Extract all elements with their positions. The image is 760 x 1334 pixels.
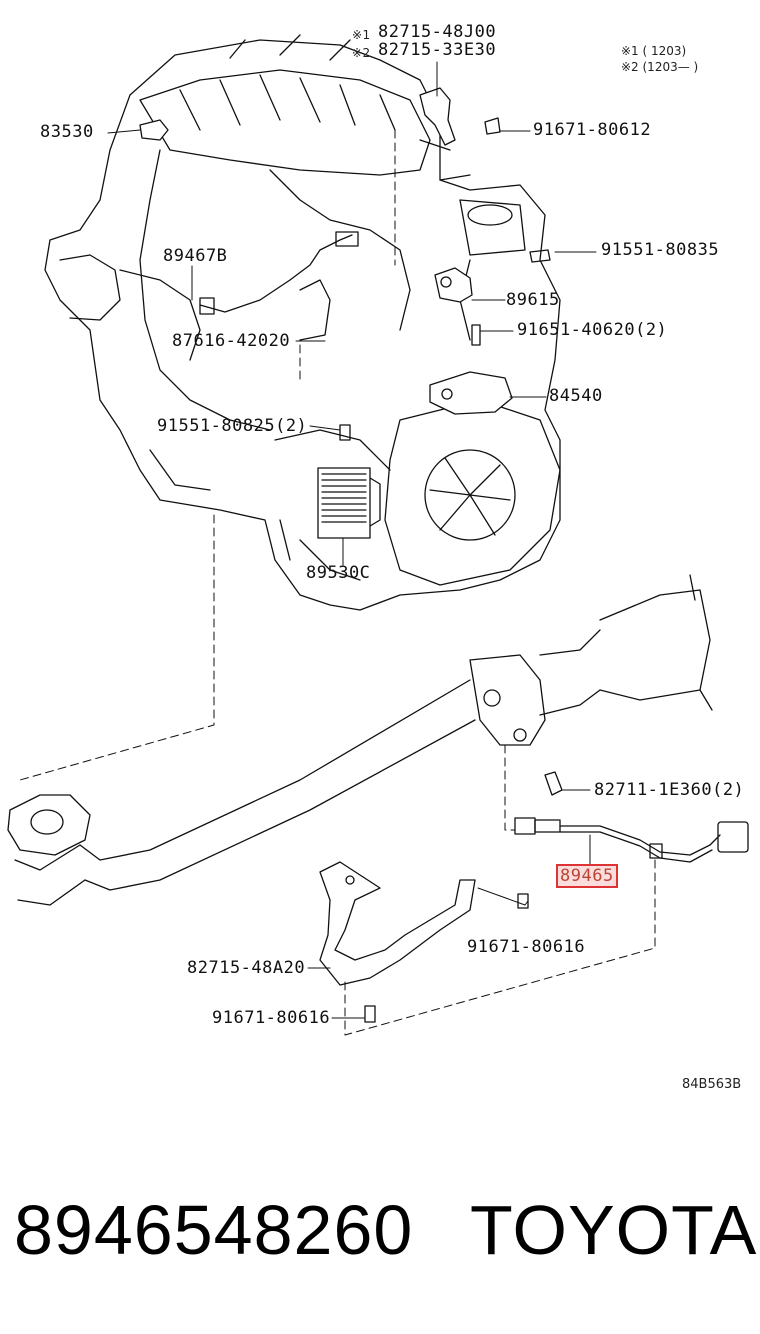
drawing-code: 84B563B (682, 1077, 742, 1092)
callout-89465-highlighted[interactable]: 89465 (556, 864, 618, 888)
control-module-89530c (317, 467, 381, 539)
park-neutral-switch-84540 (429, 371, 513, 415)
callout-82715-48a20[interactable]: 82715-48A20 (187, 958, 306, 978)
callout-91671-80616-lower[interactable]: 91671-80616 (212, 1008, 331, 1028)
callout-89530c[interactable]: 89530C (306, 563, 371, 583)
callout-mark-1: ※1 (352, 28, 371, 42)
legend-note-2: ※2 (1203— ) (621, 60, 699, 74)
leader-lines (107, 61, 597, 1019)
wire-bracket-82715 (419, 87, 456, 146)
callout-82711-1e360[interactable]: 82711-1E360(2) (594, 780, 745, 800)
air-fuel-sensor-89467b (199, 231, 359, 341)
callout-91671-80612[interactable]: 91671-80612 (533, 120, 652, 140)
callout-91671-80616-upper[interactable]: 91671-80616 (467, 937, 586, 957)
callout-84540[interactable]: 84540 (549, 386, 603, 406)
brand-name: TOYOTA (470, 1191, 758, 1269)
callout-89615[interactable]: 89615 (506, 290, 560, 310)
reference-dashes (19, 129, 656, 1036)
sensor-bracket (319, 861, 476, 986)
callout-83530[interactable]: 83530 (40, 122, 94, 142)
oil-pressure-switch-83530 (139, 119, 169, 141)
callout-91551-80825[interactable]: 91551-80825(2) (157, 416, 308, 436)
callout-mark-2: ※2 (352, 46, 371, 60)
callout-82715-33e30[interactable]: 82715-33E30 (378, 40, 497, 60)
legend-note-1: ※1 ( 1203) (621, 44, 687, 58)
engine-assembly (44, 34, 561, 611)
callout-82715-48j00[interactable]: 82715-48J00 (378, 22, 497, 42)
callout-91651-40620[interactable]: 91651-40620(2) (517, 320, 668, 340)
knock-sensor-89615 (434, 267, 473, 303)
callout-89467b[interactable]: 89467B (163, 246, 228, 266)
oxygen-sensor-89465 (514, 817, 749, 863)
part-number: 8946548260 (14, 1191, 414, 1269)
bolts (339, 117, 563, 1023)
callout-87616-42020[interactable]: 87616-42020 (172, 331, 291, 351)
callout-91551-80835[interactable]: 91551-80835 (601, 240, 720, 260)
exhaust-system (7, 574, 713, 906)
